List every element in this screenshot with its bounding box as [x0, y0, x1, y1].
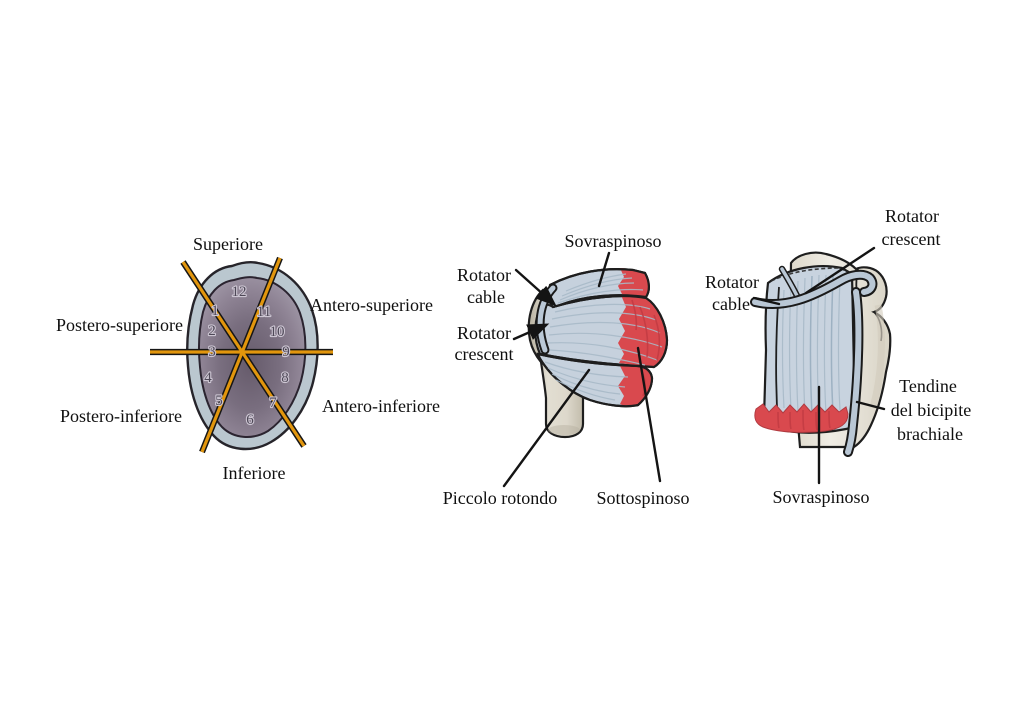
- clock-axes: [150, 256, 333, 454]
- label-postero-inferiore: Postero-inferiore: [60, 406, 182, 426]
- label-sovraspinoso-lateral: Sovraspinoso: [564, 231, 661, 251]
- leader-rotator-cable-lateral: [514, 268, 557, 307]
- label-rotator-cable-lateral-1: Rotator: [457, 265, 511, 285]
- clock-axis-diagonal-b: [200, 257, 282, 453]
- label-antero-inferiore: Antero-inferiore: [322, 396, 440, 416]
- lateral-illustration: [527, 268, 669, 439]
- label-rotator-cable-superior-1: Rotator: [705, 272, 759, 292]
- humerus-shaft-shading: [548, 425, 580, 435]
- clock-number-3: 3: [208, 344, 216, 360]
- clock-numbers: 12 11 10 9 8 7 6 5 4 3 2 1: [203, 283, 291, 429]
- rotator-cable-band: [750, 269, 878, 310]
- dome-tendon-boundary: [770, 267, 853, 282]
- label-piccolo-rotondo: Piccolo rotondo: [443, 488, 558, 508]
- label-rotator-crescent-lateral-1: Rotator: [457, 323, 511, 343]
- label-postero-superiore: Postero-superiore: [56, 315, 183, 335]
- leader-rotator-crescent-lateral: [512, 323, 550, 341]
- leader-piccolo-rotondo: [502, 368, 591, 488]
- label-tendine-bicipite-3: brachiale: [897, 424, 963, 444]
- label-sottospinoso: Sottospinoso: [596, 488, 689, 508]
- clock-number-2: 2: [208, 323, 216, 339]
- supraspinatus-fibers: [557, 273, 644, 304]
- panel-superior-view: Rotator crescent Rotator cable Tendine d…: [705, 206, 971, 507]
- biceps-tendon: [843, 287, 864, 457]
- fringe-red-streaks: [777, 409, 831, 431]
- label-tendine-bicipite-1: Tendine: [899, 376, 957, 396]
- label-rotator-crescent-lateral-2: crescent: [455, 344, 514, 364]
- clock-axis-diagonal-a: [181, 261, 306, 447]
- clock-number-10: 10: [270, 324, 285, 340]
- lateral-leaders: [502, 251, 662, 488]
- lateral-labels: Sovraspinoso Rotator cable Rotator cresc…: [443, 231, 690, 508]
- teres-minor-fibers: [544, 361, 629, 401]
- leader-rotator-cable-superior: [752, 296, 781, 306]
- clock-number-4: 4: [204, 370, 212, 386]
- label-sovraspinoso-superior: Sovraspinoso: [772, 487, 869, 507]
- bone-shading: [869, 304, 885, 409]
- superior-illustration: [750, 251, 892, 457]
- infraspinatus-muscle-red: [618, 295, 667, 367]
- label-inferiore: Inferiore: [223, 463, 286, 483]
- clock-labels: Superiore Antero-superiore Postero-super…: [56, 234, 440, 483]
- label-antero-superiore: Antero-superiore: [310, 295, 433, 315]
- superior-leaders: [752, 246, 886, 485]
- clock-number-8: 8: [281, 370, 289, 386]
- label-rotator-crescent-superior-2: crescent: [882, 229, 941, 249]
- leader-sottospinoso: [636, 346, 662, 483]
- clock-number-1: 1: [211, 303, 219, 319]
- panel-glenoid-clock: 12 11 10 9 8 7 6 5 4 3 2 1 Superiore Ant…: [56, 234, 440, 483]
- leader-tendine-bicipite: [855, 400, 886, 411]
- clock-number-5: 5: [215, 393, 223, 409]
- clock-number-6: 6: [246, 412, 254, 428]
- label-tendine-bicipite-2: del bicipite: [891, 400, 971, 420]
- label-rotator-cable-lateral-2: cable: [467, 287, 505, 307]
- leader-sovraspinoso-lateral: [597, 251, 611, 288]
- clock-number-7: 7: [269, 395, 277, 411]
- label-rotator-crescent-superior-1: Rotator: [885, 206, 939, 226]
- superior-labels: Rotator crescent Rotator cable Tendine d…: [705, 206, 971, 507]
- label-superiore: Superiore: [193, 234, 263, 254]
- label-rotator-cable-superior-2: cable: [712, 294, 750, 314]
- clock-number-11: 11: [257, 304, 271, 320]
- leader-rotator-crescent-superior: [804, 246, 876, 295]
- clock-number-9: 9: [282, 344, 290, 360]
- clock-number-12: 12: [232, 284, 247, 300]
- panel-lateral-view: Sovraspinoso Rotator cable Rotator cresc…: [443, 231, 690, 508]
- supraspinatus-outline: [549, 268, 650, 309]
- infraspinatus-fibers: [547, 303, 663, 366]
